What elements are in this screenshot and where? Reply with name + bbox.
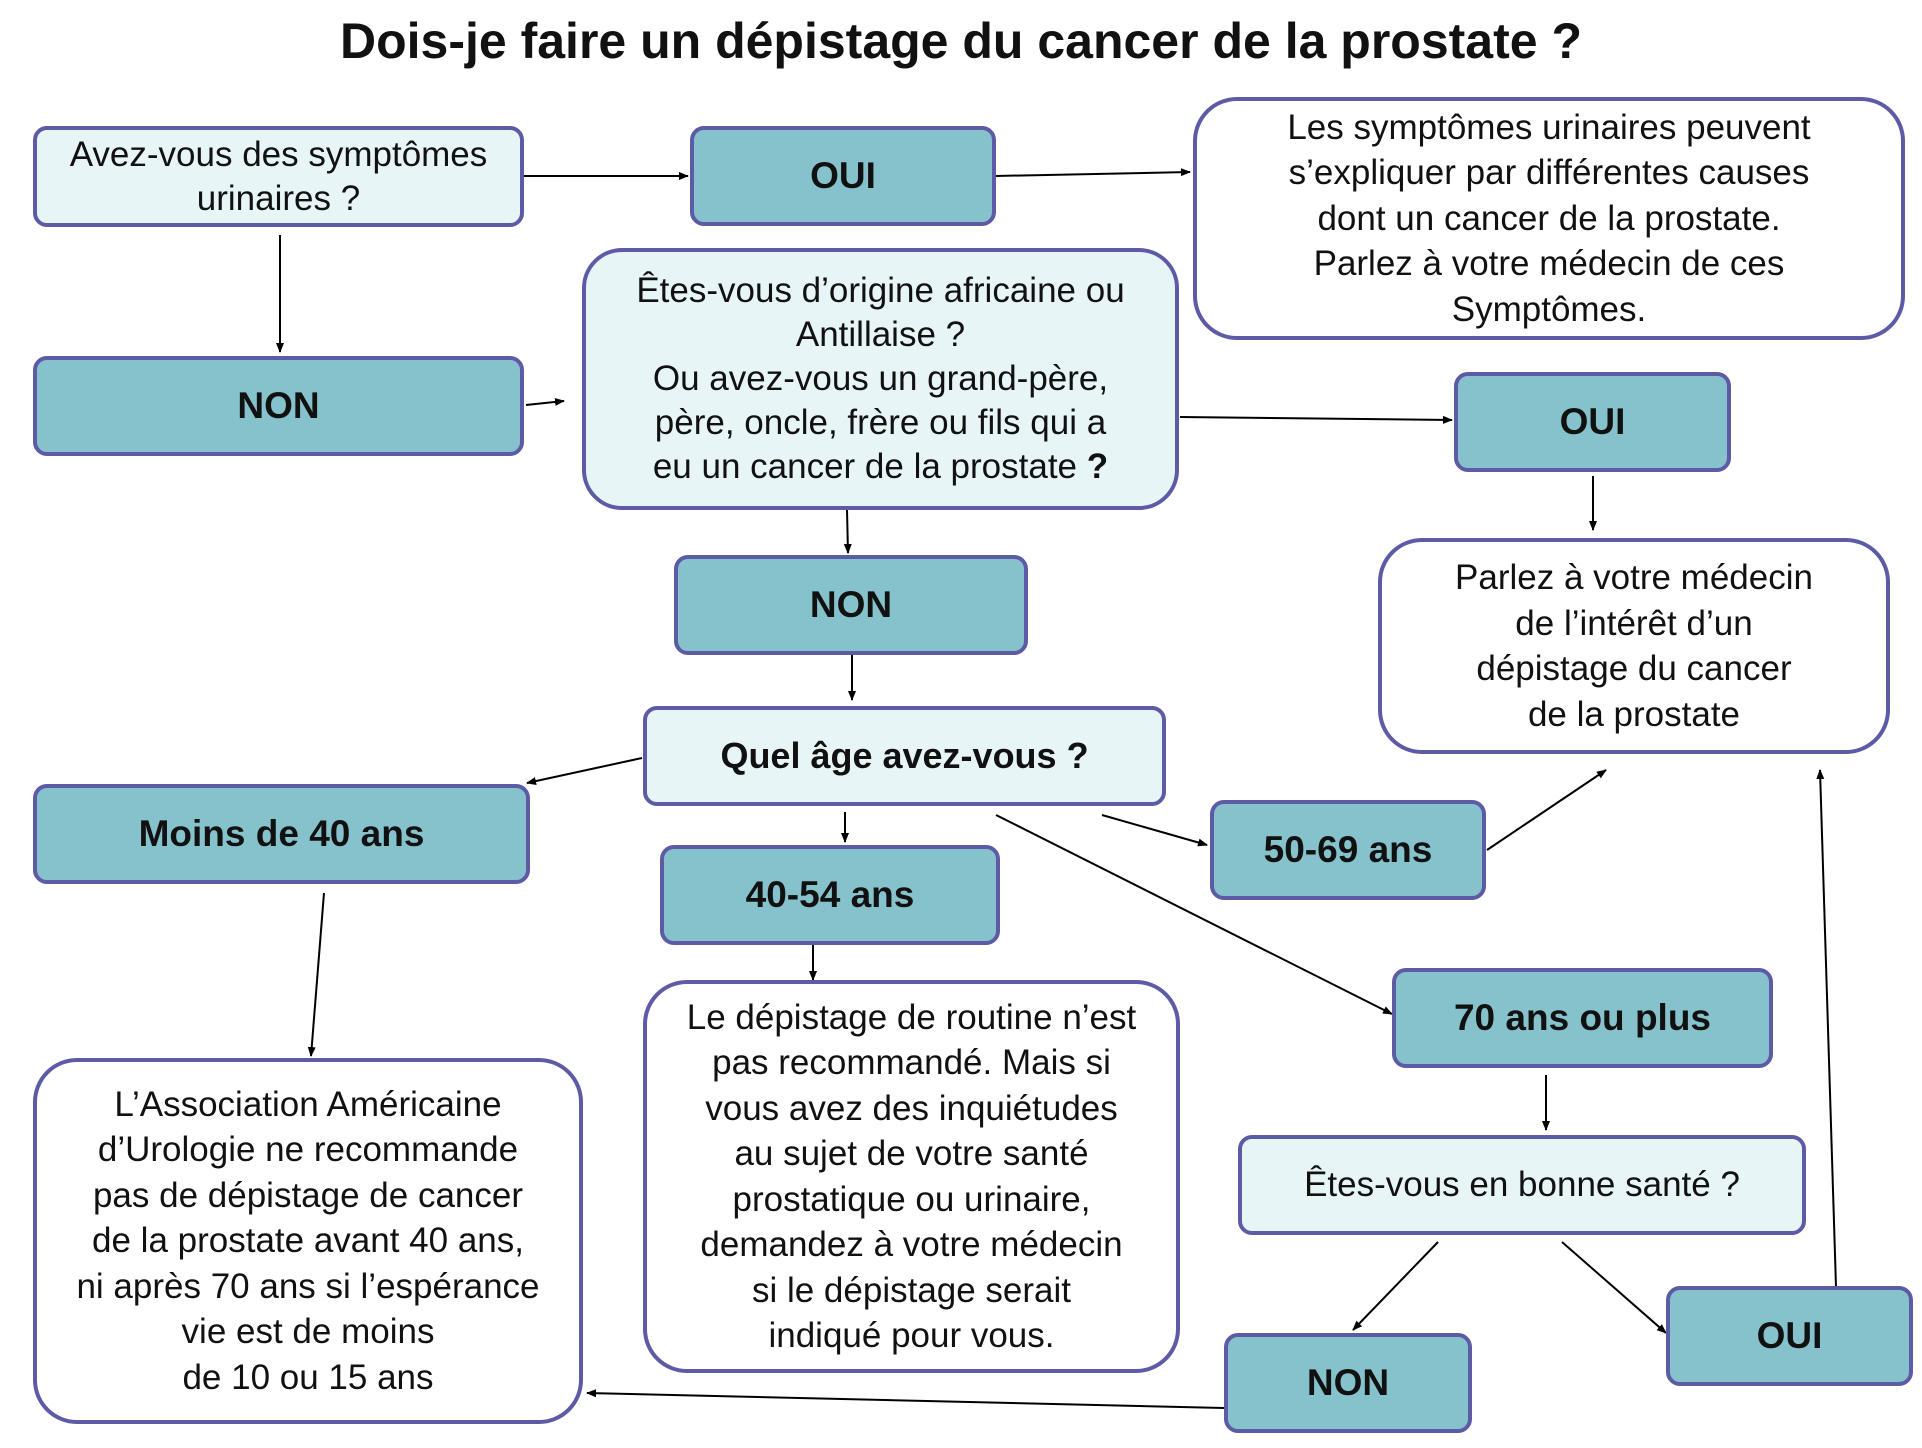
- answer-oui-symptoms: OUI: [690, 126, 996, 226]
- answer-40-54: 40-54 ans: [660, 845, 1000, 945]
- answer-under-40: Moins de 40 ans: [33, 784, 530, 884]
- arrow-under40-to-aua: [307, 892, 325, 1057]
- answer-50-69: 50-69 ans: [1210, 800, 1486, 900]
- arrow-age-to-50-69: [1101, 814, 1208, 847]
- arrow-health-to-oui: [1561, 1241, 1667, 1334]
- arrow-origin-to-oui: [1179, 415, 1453, 424]
- arrow-health-to-non: [1352, 1241, 1439, 1331]
- arrow-non-to-aua: [586, 1389, 1225, 1409]
- arrow-age-to-70plus: [995, 814, 1393, 1015]
- origin-question-text: Êtes-vous d’origine africaine ou Antilla…: [636, 271, 1125, 486]
- arrow-50-69-to-talk: [1486, 769, 1607, 851]
- question-urinary-symptoms: Avez-vous des symptômes urinaires ?: [33, 126, 524, 227]
- arrow-non-to-origin: [525, 397, 565, 406]
- question-origin-family: Êtes-vous d’origine africaine ou Antilla…: [582, 248, 1179, 510]
- arrow-origin-to-non: [843, 509, 852, 554]
- answer-non-origin: NON: [674, 555, 1028, 655]
- info-routine-screening: Le dépistage de routine n’est pas recomm…: [643, 980, 1180, 1373]
- answer-oui-health: OUI: [1666, 1286, 1913, 1386]
- answer-non-symptoms: NON: [33, 356, 524, 456]
- answer-oui-origin: OUI: [1454, 372, 1731, 472]
- question-good-health: Êtes-vous en bonne santé ?: [1238, 1135, 1806, 1235]
- arrow-oui-to-talk-up: [1816, 769, 1837, 1288]
- answer-non-health: NON: [1224, 1333, 1472, 1433]
- arrow-age-to-under40: [526, 757, 643, 785]
- info-talk-to-doctor: Parlez à votre médecin de l’intérêt d’un…: [1378, 538, 1890, 754]
- arrow-oui-to-info-symptoms: [994, 168, 1191, 177]
- diagram-title: Dois-je faire un dépistage du cancer de …: [340, 13, 1582, 69]
- question-age: Quel âge avez-vous ?: [643, 706, 1166, 806]
- info-urinary-symptoms: Les symptômes urinaires peuvent s’expliq…: [1193, 97, 1905, 340]
- info-aua-recommendation: L’Association Américaine d’Urologie ne r…: [33, 1058, 583, 1424]
- origin-question-mark: ?: [1077, 447, 1109, 486]
- answer-70-plus: 70 ans ou plus: [1392, 968, 1773, 1068]
